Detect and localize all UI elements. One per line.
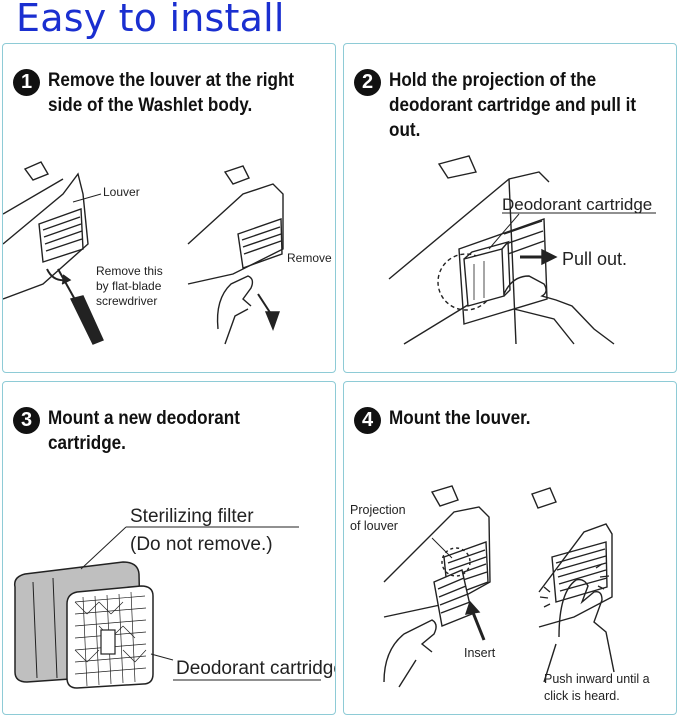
step-1-illustration: Louver Remove this by flat-blade screwdr…	[3, 161, 332, 345]
remove-tool-label-3: screwdriver	[96, 294, 157, 308]
step-1-heading: 1 Remove the louver at the right side of…	[13, 68, 321, 118]
remove-tool-label-1: Remove this	[96, 264, 163, 278]
pull-out-label: Pull out.	[562, 249, 627, 269]
step-2-panel: 2 Hold the projection of the deodorant c…	[343, 43, 677, 373]
step-4-number: 4	[354, 407, 381, 434]
remove-label: Remove	[287, 251, 332, 265]
step-2-heading: 2 Hold the projection of the deodorant c…	[354, 68, 676, 143]
push-label-1: Push inward until a	[544, 672, 650, 686]
step-3-number: 3	[13, 407, 40, 434]
step-4-text: Mount the louver.	[389, 408, 531, 429]
step-4-illustration: Projection of louver Insert Push inward …	[350, 485, 650, 703]
filter-label-1: Sterilizing filter	[130, 506, 254, 527]
step-3-text: Mount a new deodorant cartridge.	[48, 408, 240, 454]
step-1-text: Remove the louver at the right side of t…	[48, 70, 295, 116]
step-3-illustration: Sterilizing filter (Do not remove.) Deod…	[13, 506, 336, 689]
cartridge-label: Deodorant cartridge	[502, 195, 652, 214]
step-4-panel: 4 Mount the louver.	[343, 381, 677, 715]
projection-label-1: Projection	[350, 503, 406, 517]
remove-tool-label-2: by flat-blade	[96, 279, 162, 293]
insert-label: Insert	[464, 646, 496, 660]
step-1-number: 1	[13, 69, 40, 96]
step-3-heading: 3 Mount a new deodorant cartridge.	[13, 406, 335, 456]
filter-label-2: (Do not remove.)	[130, 534, 273, 555]
projection-label-2: of louver	[350, 519, 398, 533]
step-4-heading: 4 Mount the louver.	[354, 406, 546, 434]
step-2-illustration: Deodorant cartridge Pull out.	[388, 155, 656, 345]
step-3-panel: 3 Mount a new deodorant cartridge. Steri…	[2, 381, 336, 715]
cartridge-label-3: Deodorant cartridge	[176, 658, 336, 679]
louver-label: Louver	[103, 185, 140, 199]
step-2-text: Hold the projection of the deodorant car…	[389, 70, 637, 141]
page-title: Easy to install	[16, 0, 285, 40]
step-2-number: 2	[354, 69, 381, 96]
step-1-panel: 1 Remove the louver at the right side of…	[2, 43, 336, 373]
push-label-2: click is heard.	[544, 689, 620, 703]
